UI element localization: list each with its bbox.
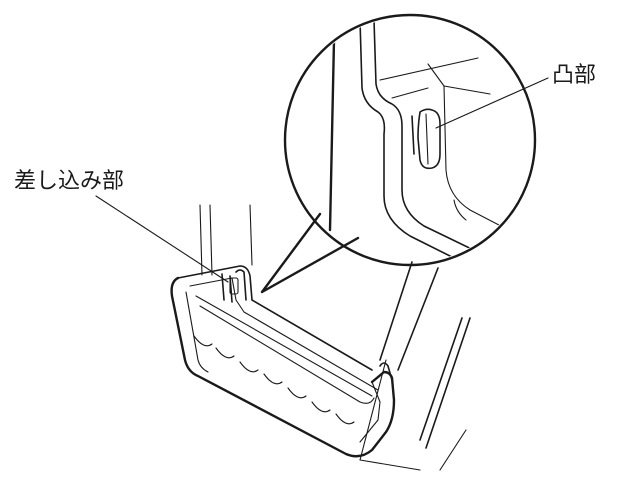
door-frame (199, 204, 471, 471)
leader-line-insertion (95, 195, 229, 283)
label-insertion-part: 差し込み部 (14, 169, 124, 194)
door-pocket (170, 265, 396, 458)
magnified-detail (260, 13, 537, 294)
leader-line-protrusion (435, 77, 549, 129)
leader-lines (95, 77, 549, 283)
label-protrusion-part: 凸部 (552, 63, 596, 88)
